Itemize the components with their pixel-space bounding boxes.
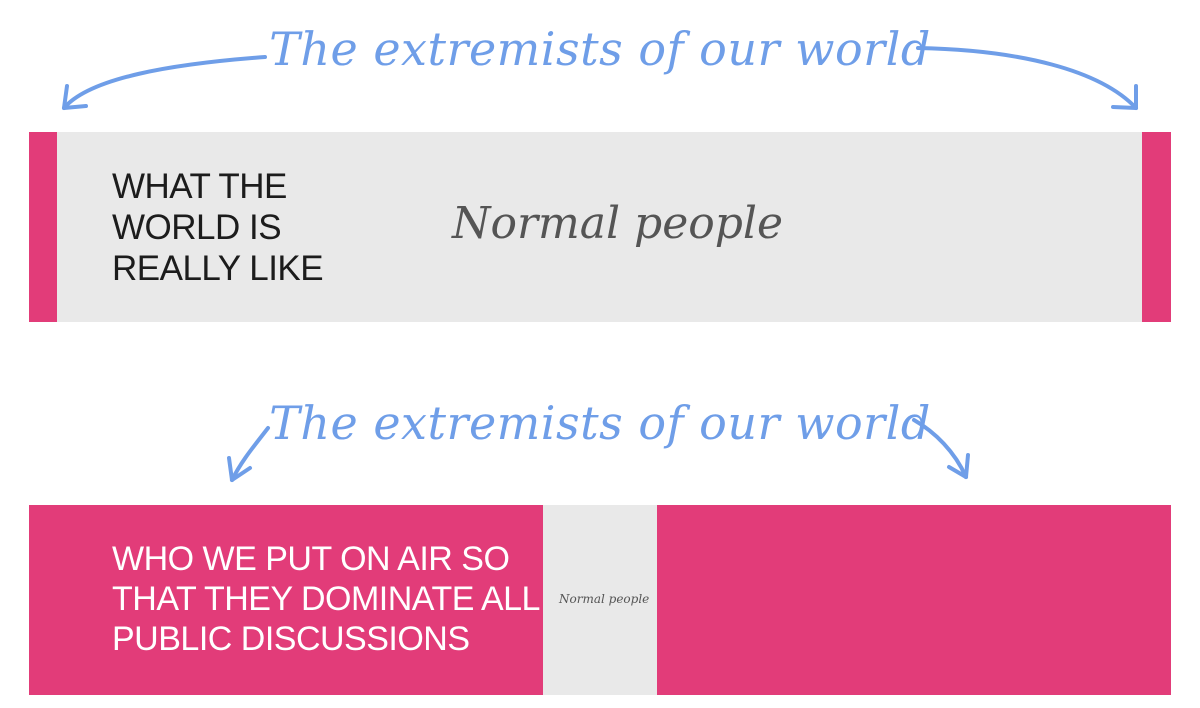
- top-normal-bar: [57, 132, 1142, 322]
- bottom-right-extreme-bar: [657, 505, 1171, 695]
- bottom-normal-bar: [543, 505, 657, 695]
- top-caption: The extremists of our world: [269, 22, 931, 76]
- bottom-left-extreme-bar: [29, 505, 543, 695]
- bottom-caption: The extremists of our world: [269, 396, 931, 450]
- top-normal-people-text: Normal people: [452, 198, 784, 249]
- bottom-label: WHO WE PUT ON AIR SO THAT THEY DOMINATE …: [112, 540, 540, 659]
- bottom-label-line-3: PUBLIC DISCUSSIONS: [112, 619, 470, 658]
- bottom-label-line-1: WHO WE PUT ON AIR SO: [112, 540, 510, 578]
- top-label: WHAT THE WORLD IS REALLY LIKE: [112, 167, 324, 290]
- top-right-extreme-bar: [1142, 132, 1171, 322]
- top-label-line-2: WORLD IS: [112, 207, 282, 247]
- bottom-normal-people-text: Normal people: [559, 592, 650, 606]
- top-left-extreme-bar: [29, 132, 57, 322]
- top-label-line-3: REALLY LIKE: [112, 248, 324, 288]
- top-label-line-1: WHAT THE: [112, 167, 287, 206]
- bottom-label-line-2: THAT THEY DOMINATE ALL: [112, 579, 540, 618]
